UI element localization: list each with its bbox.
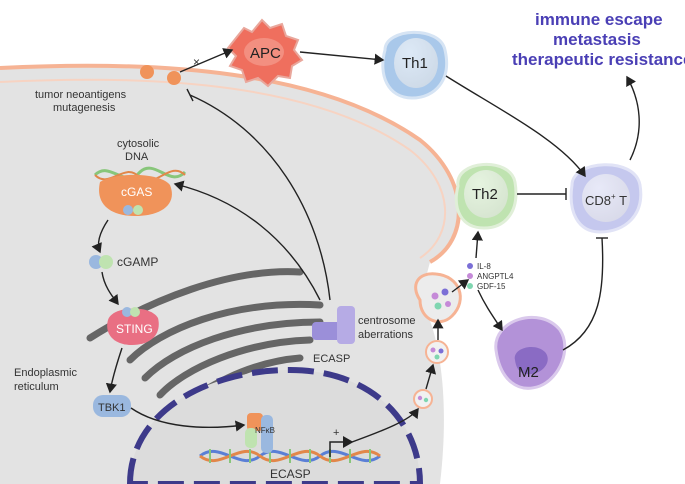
sting-label: STING bbox=[116, 322, 153, 336]
tumor-neoantigens-label-line2: mutagenesis bbox=[53, 102, 116, 114]
arrow-cd8-to-outcome bbox=[626, 75, 640, 161]
cytosolic-dna bbox=[93, 166, 187, 180]
centrosome-label-line1: centrosome bbox=[358, 315, 415, 327]
vesicle-dot bbox=[423, 397, 429, 403]
cytokine-label: IL-8 bbox=[477, 262, 491, 271]
cd8-label: CD8+ T bbox=[585, 192, 627, 208]
cytosolic-dna-label-line2: DNA bbox=[125, 151, 149, 163]
cgas-label: cGAS bbox=[121, 185, 152, 199]
arrow-vesicle-to-vesicle bbox=[425, 363, 437, 390]
th1-label: Th1 bbox=[402, 55, 428, 72]
arrow-sting-to-tbk1 bbox=[105, 347, 123, 394]
arrow-gene-to-vesicle bbox=[351, 407, 419, 443]
cgamp-molecule bbox=[99, 255, 113, 269]
secretory-vesicle bbox=[413, 389, 433, 409]
nfkb-green-subunit bbox=[245, 428, 257, 448]
neoantigen bbox=[140, 65, 154, 79]
apc-label: APC bbox=[250, 45, 281, 62]
sting-bound-cgamp bbox=[122, 307, 132, 317]
tumor-cell-membrane bbox=[0, 63, 461, 264]
m2-nucleus bbox=[514, 346, 548, 375]
outcome-line-2: metastasis bbox=[553, 30, 641, 49]
th2-label: Th2 bbox=[472, 186, 498, 203]
arrows: × bbox=[91, 48, 640, 443]
arrow-cytokines-to-th2 bbox=[471, 230, 483, 259]
cgas-bound-cgamp bbox=[133, 205, 143, 215]
cd8-nucleus bbox=[582, 174, 630, 222]
cytokine-dot bbox=[467, 283, 473, 289]
membrane-inner-line bbox=[0, 78, 447, 259]
vesicle-dot bbox=[434, 302, 442, 310]
vesicle-dot bbox=[441, 288, 449, 296]
cytokine-label: ANGPTL4 bbox=[477, 272, 514, 281]
m2-label: M2 bbox=[518, 364, 539, 381]
tumor-neoantigens-label-line1: tumor neoantigens bbox=[35, 89, 127, 101]
apc-nucleus bbox=[244, 38, 284, 66]
cytokine-dot bbox=[467, 263, 473, 269]
arrow-cytokines-to-m2 bbox=[477, 289, 503, 332]
ecasp-gene-label: ECASP bbox=[270, 467, 311, 481]
arrow-centrosome-to-membrane bbox=[189, 94, 331, 301]
cgas-bound-cgamp bbox=[123, 205, 133, 215]
arrow-th1-to-cd8 bbox=[445, 75, 586, 178]
arrow-tbk1-to-nfkb bbox=[130, 407, 246, 432]
er-label-line2: reticulum bbox=[14, 381, 59, 393]
centrosome-barrel-vertical bbox=[337, 306, 355, 344]
neoantigen bbox=[167, 71, 181, 85]
outcome-line-3: therapeutic resistance bbox=[512, 50, 685, 69]
arrow-cgas-to-cgamp bbox=[91, 219, 109, 254]
tbk1-label: TBK1 bbox=[98, 402, 126, 414]
outcome-line-1: immune escape bbox=[535, 10, 663, 29]
nfkb-orange-subunit bbox=[247, 413, 263, 431]
nfkb-blue-subunit bbox=[261, 415, 273, 453]
vesicle-dot bbox=[431, 292, 439, 300]
plus-sign: + bbox=[333, 427, 339, 439]
nfkb-label: NFκB bbox=[255, 426, 275, 435]
cytokine-label: GDF-15 bbox=[477, 282, 506, 291]
blocked-mark: × bbox=[193, 55, 200, 69]
cgas-enzyme bbox=[99, 174, 172, 216]
cytosolic-dna-label-line1: cytosolic bbox=[117, 138, 160, 150]
cgamp-label: cGAMP bbox=[117, 255, 158, 269]
arrow-cgamp-to-sting bbox=[101, 271, 119, 306]
ecasp-protein-label: ECASP bbox=[313, 353, 350, 365]
th2-nucleus bbox=[464, 170, 508, 218]
vesicle-dot bbox=[445, 301, 451, 307]
inhibit-m2-to-cd8 bbox=[562, 237, 604, 351]
arrow-bulge-to-cytokines bbox=[451, 279, 470, 293]
er-label-line1: Endoplasmic bbox=[14, 367, 77, 379]
cytokine-dot bbox=[467, 273, 473, 279]
transcription-start-arrow bbox=[329, 436, 354, 457]
sting-protein bbox=[107, 308, 159, 345]
centrosome-label-line2: aberrations bbox=[358, 329, 414, 341]
arrow-neoantigen-to-apc bbox=[179, 48, 234, 73]
vesicle-dot bbox=[438, 348, 444, 354]
sting-bound-cgamp bbox=[130, 307, 140, 317]
vesicle-dot bbox=[430, 347, 436, 353]
vesicle-dot bbox=[417, 395, 423, 401]
secretory-vesicle bbox=[425, 340, 449, 364]
arrow-centrosome-to-cgas bbox=[173, 180, 321, 301]
arrow-apc-to-th1 bbox=[299, 51, 385, 65]
th1-nucleus bbox=[394, 38, 438, 88]
tbk1-kinase bbox=[93, 395, 131, 417]
cgamp-molecule bbox=[89, 255, 103, 269]
vesicle-dot bbox=[434, 354, 440, 360]
